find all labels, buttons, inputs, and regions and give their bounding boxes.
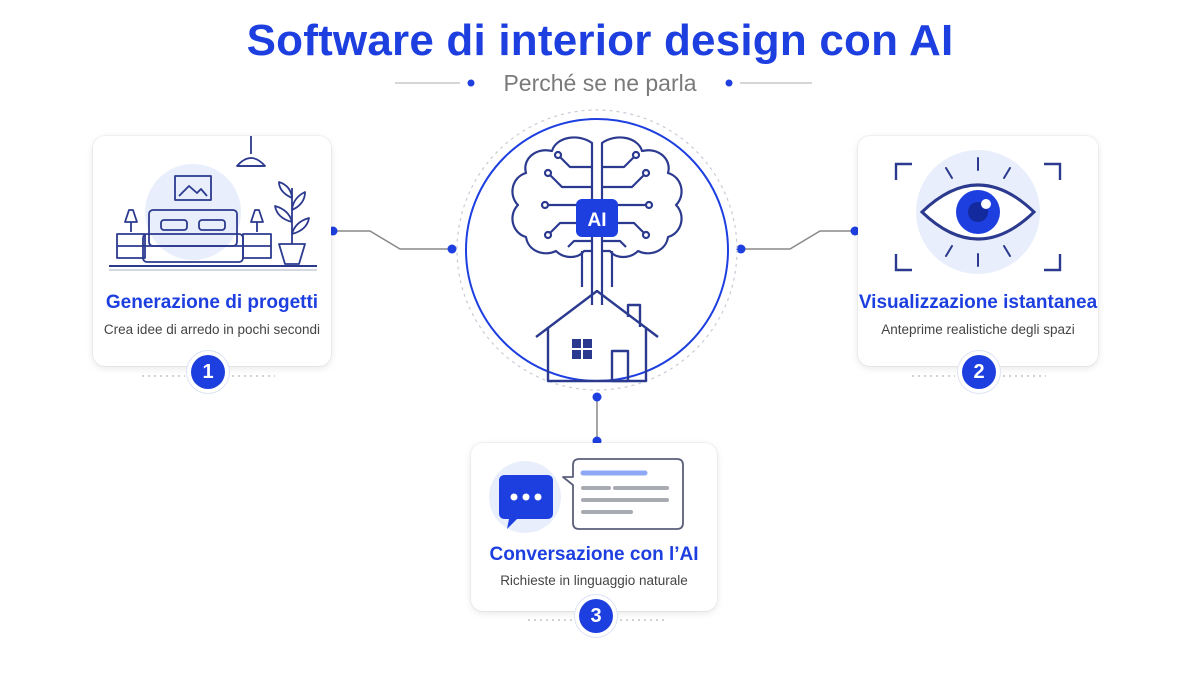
chat-bubble-icon — [489, 458, 684, 533]
subtitle-divider — [395, 79, 812, 87]
feature-card-2: Visualizzazione istantanea Anteprime rea… — [858, 136, 1098, 366]
card-3-title: Conversazione con l’AI — [489, 544, 699, 565]
card-3-number-badge: 3 — [579, 599, 613, 633]
card-2-number-badge: 2 — [962, 355, 996, 389]
page-subtitle: Perché se ne parla — [503, 70, 697, 96]
feature-card-3: Conversazione con l’AI Richieste in ling… — [471, 443, 717, 611]
central-brain-house-icon: AI — [456, 109, 738, 391]
bedroom-icon — [109, 136, 317, 271]
page-title: Software di interior design con AI — [246, 16, 954, 65]
card-1-number-badge: 1 — [191, 355, 225, 389]
eye-icon — [894, 150, 1062, 274]
card-2-title: Visualizzazione istantanea — [858, 292, 1098, 313]
feature-card-1: Generazione di progetti Crea idee di arr… — [93, 136, 331, 366]
card-1-description: Crea idee di arredo in pochi secondi — [103, 322, 321, 337]
card-3-description: Richieste in linguaggio naturale — [500, 573, 688, 588]
card-2-description: Anteprime realistiche degli spazi — [881, 322, 1075, 337]
ai-chip-label: AI — [588, 210, 607, 231]
card-1-title: Generazione di progetti — [105, 292, 319, 313]
